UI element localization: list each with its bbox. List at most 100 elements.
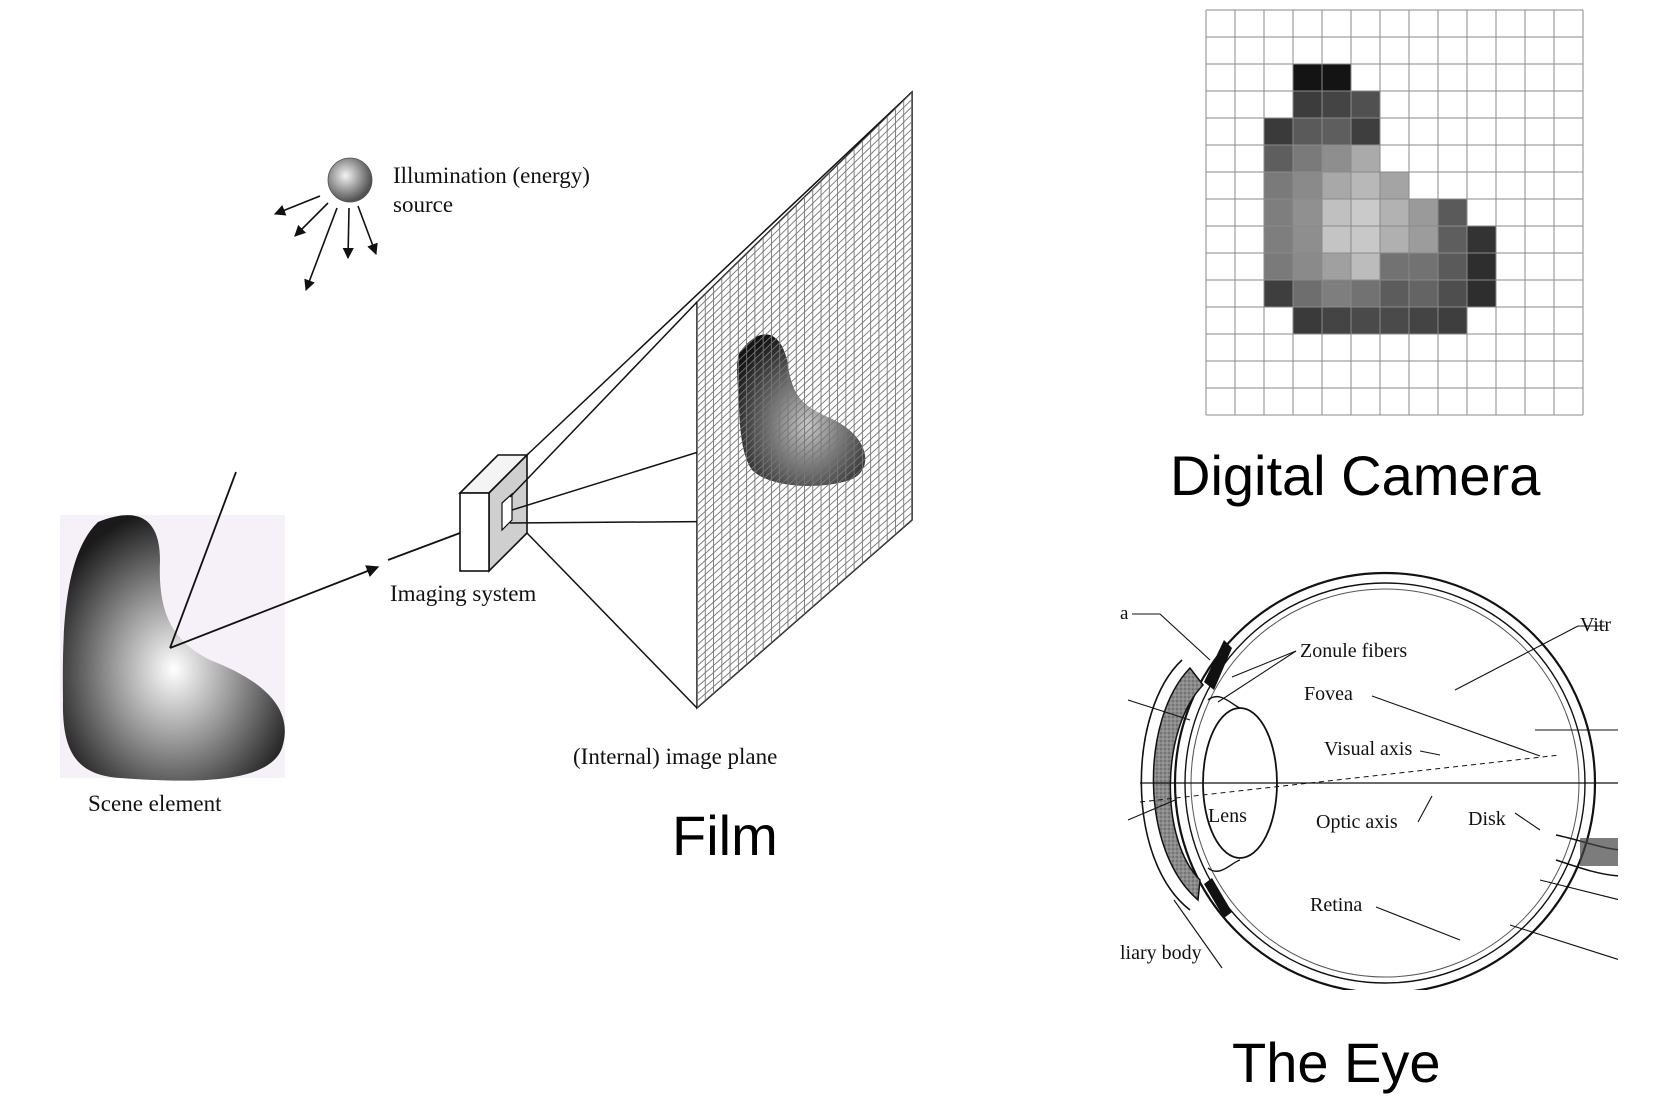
sensor-pixel: [1293, 145, 1322, 172]
image-plane-grid-line: [697, 431, 912, 625]
image-plane-grid-line: [697, 254, 912, 457]
image-plane-grid-line: [697, 327, 912, 527]
image-plane-grid-line: [697, 386, 912, 583]
sensor-pixel: [1380, 226, 1409, 253]
sensor-pixel: [1322, 226, 1351, 253]
image-plane-grid-line: [697, 209, 912, 415]
eye-label-disk: Disk: [1468, 808, 1506, 830]
sensor-pixel: [1293, 280, 1322, 307]
sensor-pixel: [1467, 226, 1496, 253]
incoming-ray: [169, 471, 237, 649]
image-plane-grid-line: [697, 180, 912, 387]
eye-label-retina: Retina: [1310, 894, 1362, 916]
sensor-pixel: [1293, 91, 1322, 118]
image-plane-grid-line: [697, 143, 912, 352]
sensor-pixel: [1322, 307, 1351, 334]
image-plane-grid-line: [697, 335, 912, 534]
image-plane-grid-line: [697, 497, 912, 688]
eye-label-zonule-fibers: Zonule fibers: [1300, 640, 1407, 662]
iris-top: [1204, 640, 1232, 690]
image-plane-grid-line: [697, 239, 912, 443]
eye-label-lens: Lens: [1208, 805, 1247, 827]
image-plane-grid-line: [697, 290, 912, 492]
iris-bottom: [1204, 878, 1232, 918]
image-plane-grid-line: [697, 512, 912, 702]
film-diagram: Scene element Illumination (energy) sour…: [60, 90, 913, 867]
image-plane-grid-line: [697, 401, 912, 597]
sensor-pixel: [1264, 199, 1293, 226]
imaging-system-label: Imaging system: [390, 581, 536, 606]
projected-image-shape: [737, 334, 866, 486]
sensor-pixels: [1264, 64, 1496, 334]
sensor-pixel: [1351, 226, 1380, 253]
image-plane-grid-line: [697, 246, 912, 450]
image-plane-grid-line: [697, 379, 912, 576]
eye-label-fovea: Fovea: [1304, 683, 1353, 705]
sensor-pixel: [1380, 280, 1409, 307]
image-plane-grid-line: [697, 283, 912, 485]
sensor-pixel: [1409, 199, 1438, 226]
sensor-pixel: [1293, 307, 1322, 334]
image-plane-grid-line: [697, 490, 912, 681]
sensor-pixel: [1409, 226, 1438, 253]
eye-label-top-left: a: [1120, 603, 1129, 624]
image-plane-grid-line: [697, 394, 912, 590]
image-plane-grid-line: [697, 504, 912, 695]
illumination-label-line2: source: [393, 192, 453, 217]
sensor-pixel: [1380, 253, 1409, 280]
image-plane-grid-line: [697, 231, 912, 436]
eye-label-ciliary-body: liary body: [1120, 942, 1202, 964]
image-plane-grid-line: [697, 475, 912, 667]
reflected-ray: [169, 565, 380, 649]
sensor-pixel: [1322, 280, 1351, 307]
sensor-pixel: [1322, 253, 1351, 280]
illumination-source: [273, 157, 378, 292]
image-plane-grid-line: [697, 224, 912, 429]
image-plane-grid-line: [697, 217, 912, 422]
image-plane-grid-line: [697, 320, 912, 520]
image-plane-grid-line: [697, 121, 912, 331]
sensor-pixel: [1293, 118, 1322, 145]
sensor-pixel: [1293, 64, 1322, 91]
sensor-pixel: [1351, 91, 1380, 118]
image-plane-grid-line: [697, 519, 912, 708]
sensor-pixel: [1438, 280, 1467, 307]
digital-camera-caption: Digital Camera: [1170, 444, 1541, 507]
image-plane-grid-line: [697, 305, 912, 506]
image-plane-grid-line: [697, 261, 912, 464]
film-caption: Film: [672, 804, 778, 867]
image-plane-grid-line: [697, 416, 912, 611]
image-plane-grid-line: [697, 165, 912, 373]
sensor-pixel: [1409, 280, 1438, 307]
image-plane-grid-line: [697, 372, 912, 569]
image-plane-grid-line: [697, 342, 912, 541]
sensor-pixel: [1351, 118, 1380, 145]
image-plane-grid-line: [697, 99, 912, 310]
image-plane-grid-line: [697, 453, 912, 646]
digital-camera-diagram: Digital Camera: [1170, 9, 1584, 507]
image-plane-grid-line: [697, 460, 912, 653]
sensor-pixel: [1293, 172, 1322, 199]
sensor-pixel: [1264, 280, 1293, 307]
image-plane-label: (Internal) image plane: [573, 744, 777, 769]
sensor-pixel: [1351, 307, 1380, 334]
image-plane-grid-line: [697, 268, 912, 471]
image-plane-grid-line: [697, 482, 912, 674]
eye-label-visual-axis: Visual axis: [1324, 738, 1412, 760]
sensor-pixel: [1438, 199, 1467, 226]
image-plane-grid-line: [697, 135, 912, 345]
sensor-pixel: [1322, 64, 1351, 91]
sensor-pixel: [1351, 253, 1380, 280]
sensor-pixel: [1380, 199, 1409, 226]
image-plane-grid-line: [697, 468, 912, 660]
sensor-pixel: [1351, 145, 1380, 172]
sensor-pixel: [1467, 280, 1496, 307]
sensor-pixel: [1264, 253, 1293, 280]
sensor-pixel: [1322, 91, 1351, 118]
cornea: [1152, 666, 1204, 902]
image-plane-grid-line: [697, 202, 912, 408]
sensor-pixel: [1293, 253, 1322, 280]
sensor-pixel: [1293, 199, 1322, 226]
scene-element-shape: [60, 515, 285, 781]
